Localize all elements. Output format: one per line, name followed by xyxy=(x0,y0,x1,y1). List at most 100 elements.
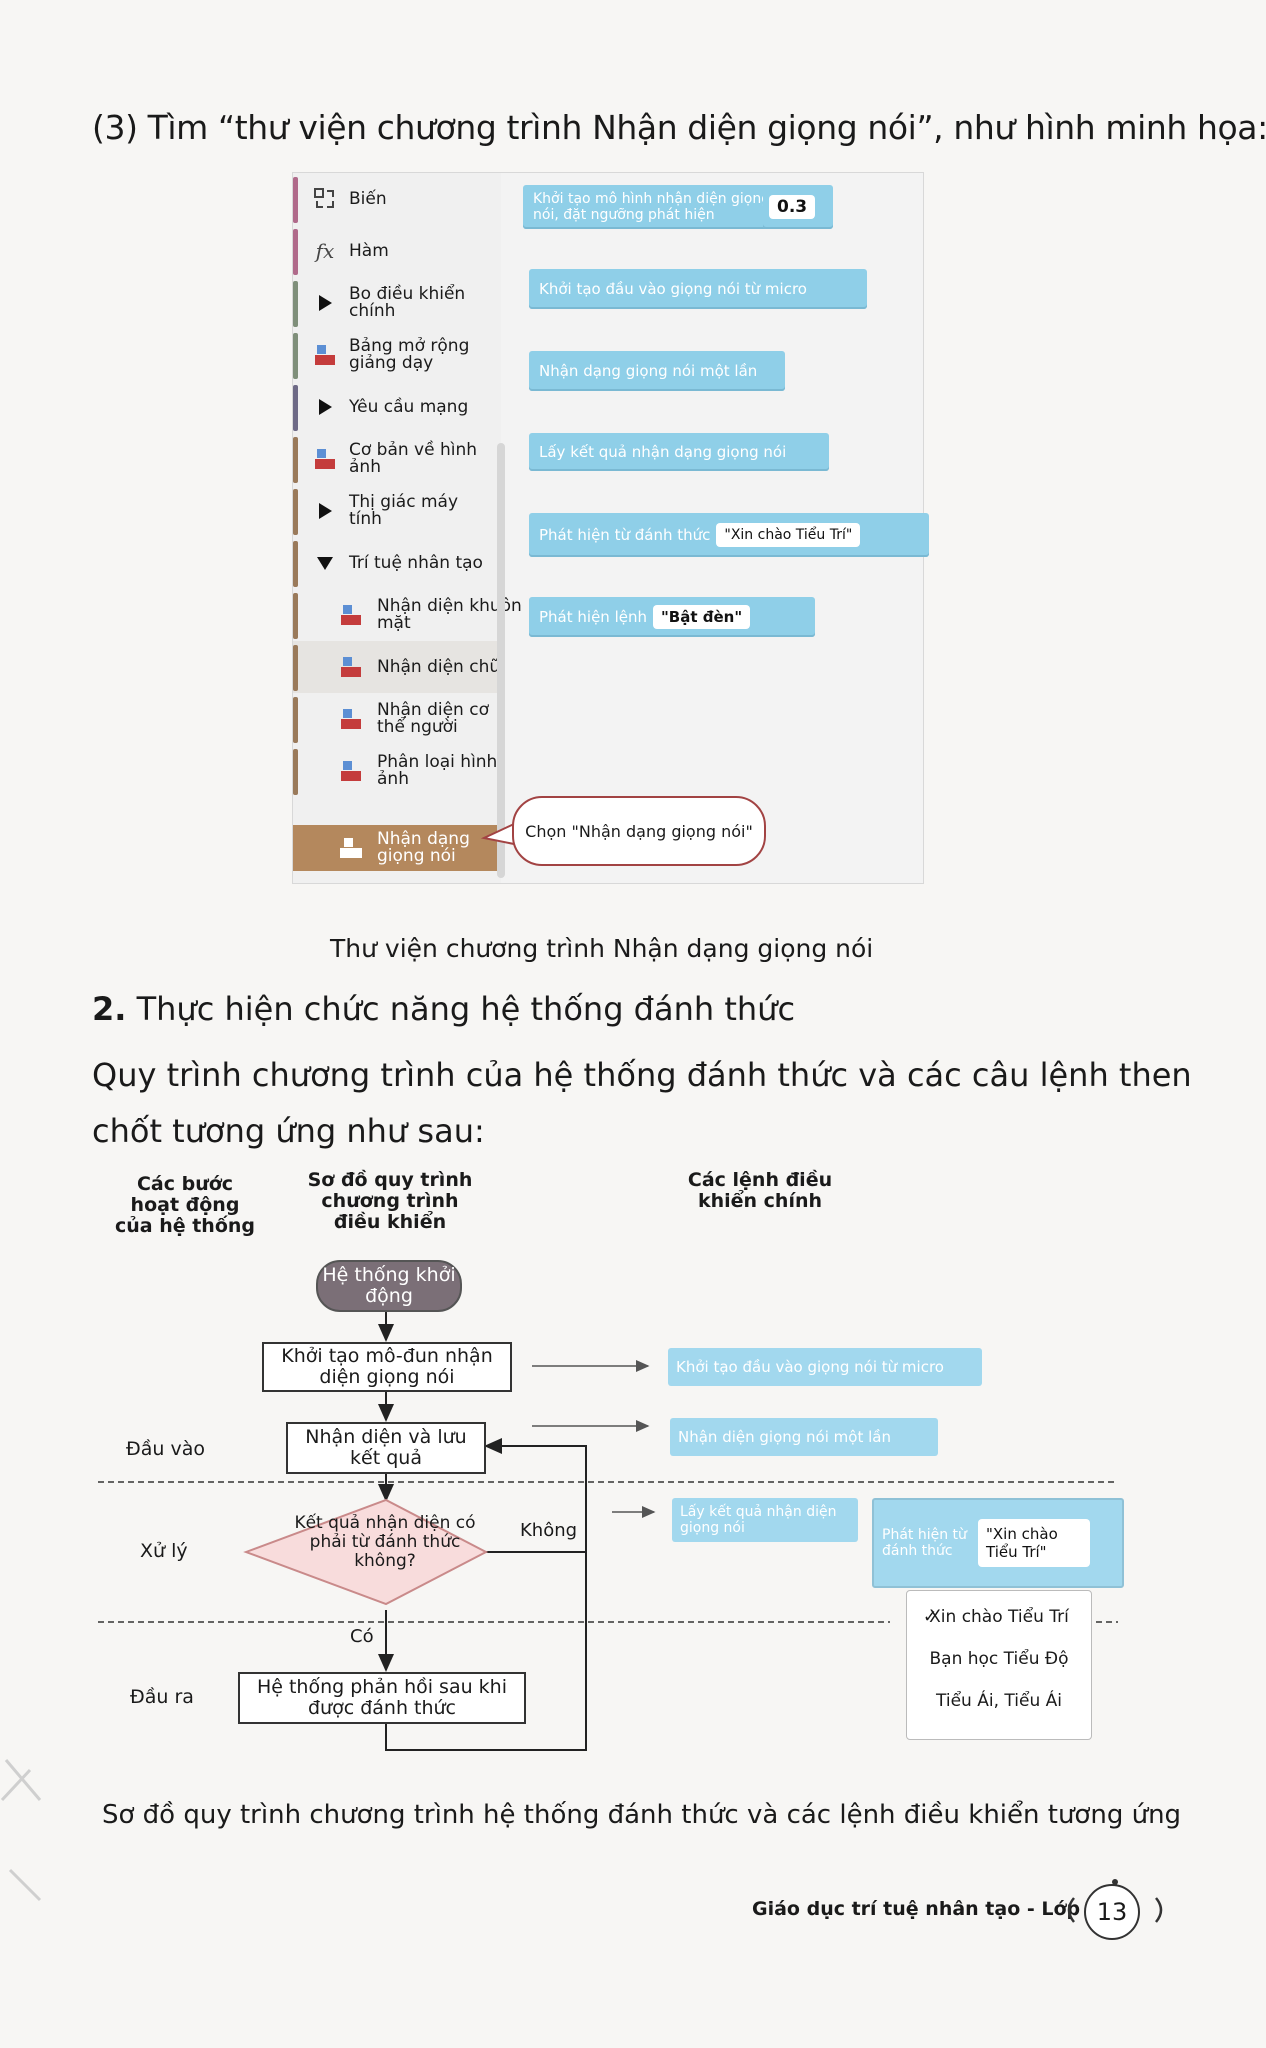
category-face-recognition[interactable]: Nhận diện khuôn mặt xyxy=(293,589,522,641)
extension-kit-icon xyxy=(337,757,365,785)
category-sidebar: Biến fx Hàm Bo điều khiển chính Bảng mở … xyxy=(293,173,522,883)
block-label: Phát hiện từ đánh thức xyxy=(882,1527,967,1559)
cmd-get-result: Lấy kết quả nhận diện giọng nói xyxy=(672,1498,858,1542)
block-init-model[interactable]: Khởi tạo mô hình nhận diện giọng nói, đặ… xyxy=(523,185,783,229)
category-label: Nhận diện cơ thể người xyxy=(377,700,489,737)
category-color-bar xyxy=(293,229,298,275)
callout-pointer xyxy=(480,823,515,845)
block-label: Nhận dạng giọng nói một lần xyxy=(539,362,758,380)
category-color-bar xyxy=(293,593,298,639)
threshold-value[interactable]: 0.3 xyxy=(769,195,816,219)
cmd-recognize-once: Nhận diện giọng nói một lần xyxy=(670,1418,938,1456)
category-artificial-intelligence[interactable]: Trí tuệ nhân tạo xyxy=(293,537,497,589)
variable-icon xyxy=(311,185,339,213)
page-number: 13 xyxy=(1084,1884,1140,1940)
dropdown-option[interactable]: Bạn học Tiểu Độ xyxy=(929,1649,1069,1669)
block-init-mic[interactable]: Khởi tạo đầu vào giọng nói từ micro xyxy=(529,269,867,309)
callout-select-speech: Chọn "Nhận dạng giọng nói" xyxy=(512,796,766,866)
row-label-process: Xử lý xyxy=(140,1540,188,1562)
extension-kit-icon xyxy=(337,653,365,681)
collapse-triangle-icon xyxy=(311,549,339,577)
figure2-caption: Sơ đồ quy trình chương trình hệ thống đá… xyxy=(102,1800,1182,1830)
category-color-bar xyxy=(293,645,298,691)
category-label: Bảng mở rộng giảng dạy xyxy=(349,336,470,373)
section-title: Thực hiện chức năng hệ thống đánh thức xyxy=(136,990,796,1028)
category-color-bar xyxy=(293,333,298,379)
category-color-bar xyxy=(293,437,298,483)
category-computer-vision[interactable]: Thị giác máy tính xyxy=(293,485,497,537)
category-network-request[interactable]: Yêu cầu mạng xyxy=(293,381,497,433)
wakeword-dropdown[interactable]: "Xin chào Tiểu Trí" xyxy=(716,523,861,547)
block-recognize-once[interactable]: Nhận dạng giọng nói một lần xyxy=(529,351,785,391)
category-label: Biến xyxy=(349,188,387,209)
figure1-caption: Thư viện chương trình Nhận dạng giọng nó… xyxy=(330,934,874,963)
expand-triangle-icon xyxy=(311,289,339,317)
speech-kit-icon xyxy=(337,834,365,862)
flow-init: Khởi tạo mô-đun nhận diện giọng nói xyxy=(262,1342,512,1392)
block-detect-wakeword[interactable]: Phát hiện từ đánh thức "Xin chào Tiểu Tr… xyxy=(529,513,929,557)
category-teaching-extension[interactable]: Bảng mở rộng giảng dạy xyxy=(293,329,497,381)
block-get-result[interactable]: Lấy kết quả nhận dạng giọng nói xyxy=(529,433,829,471)
category-label: Nhận diện chữ xyxy=(377,656,501,677)
extension-kit-icon xyxy=(337,601,365,629)
checkmark-icon: ✓ xyxy=(923,1607,938,1627)
wakeword-value: "Xin chào Tiểu Trí" xyxy=(978,1519,1090,1567)
block-label: Nhận diện giọng nói một lần xyxy=(678,1427,891,1446)
flow-start: Hệ thống khởi động xyxy=(316,1260,462,1312)
block-label: Phát hiện lệnh xyxy=(539,608,647,626)
sidebar-scrollbar[interactable] xyxy=(497,443,505,878)
dropdown-option[interactable]: Xin chào Tiểu Trí xyxy=(929,1607,1069,1627)
category-color-bar xyxy=(293,385,298,431)
block-detect-command[interactable]: Phát hiện lệnh "Bật đèn" xyxy=(529,597,815,637)
extension-kit-icon xyxy=(311,341,339,369)
column-header-steps: Các bước hoạt động của hệ thống xyxy=(114,1173,256,1237)
category-speech-recognition[interactable]: Nhận dạng giọng nói xyxy=(293,825,497,871)
flow-no-label: Không xyxy=(520,1520,578,1541)
dropdown-option[interactable]: Tiểu Ái, Tiểu Ái xyxy=(936,1691,1062,1711)
wakeword-dropdown-menu: ✓ Xin chào Tiểu Trí Bạn học Tiểu Độ Tiểu… xyxy=(906,1590,1092,1740)
category-main-controller[interactable]: Bo điều khiển chính xyxy=(293,277,497,329)
category-image-classification[interactable]: Phân loại hình ảnh xyxy=(293,745,497,797)
column-header-diagram: Sơ đồ quy trình chương trình điều khiển xyxy=(307,1169,473,1233)
footer-book-title: Giáo dục trí tuệ nhân tạo - Lớp 6 xyxy=(752,1898,1100,1920)
cmd-init-mic: Khởi tạo đầu vào giọng nói từ micro xyxy=(668,1348,982,1386)
category-functions[interactable]: fx Hàm xyxy=(293,225,497,277)
callout-text: Chọn "Nhận dạng giọng nói" xyxy=(525,821,753,841)
step3-heading: (3) Tìm “thư viện chương trình Nhận diện… xyxy=(92,108,1266,147)
category-body-recognition[interactable]: Nhận diện cơ thể người xyxy=(293,693,497,745)
extension-kit-icon xyxy=(311,445,339,473)
category-color-bar xyxy=(293,489,298,535)
category-variables[interactable]: Biến xyxy=(293,173,497,225)
intro-line-2: chốt tương ứng như sau: xyxy=(92,1112,485,1150)
library-screenshot: Biến fx Hàm Bo điều khiển chính Bảng mở … xyxy=(292,172,929,884)
category-color-bar xyxy=(293,281,298,327)
command-dropdown[interactable]: "Bật đèn" xyxy=(652,605,751,629)
page-ornament-icon xyxy=(1067,1879,1163,1923)
category-image-basics[interactable]: Cơ bản về hình ảnh xyxy=(293,433,497,485)
category-color-bar xyxy=(293,177,298,223)
block-label: Khởi tạo đầu vào giọng nói từ micro xyxy=(539,280,807,298)
category-text-recognition[interactable]: Nhận diện chữ xyxy=(293,641,500,693)
cmd-detect-wakeword: Phát hiện từ đánh thức "Xin chào Tiểu Tr… xyxy=(872,1498,1124,1588)
category-label: Nhận diện khuôn mặt xyxy=(377,596,522,633)
block-label: Khởi tạo mô hình nhận diện giọng nói, đặ… xyxy=(533,191,771,223)
row-label-input: Đầu vào xyxy=(126,1438,205,1460)
block-label: Phát hiện từ đánh thức xyxy=(539,526,711,544)
intro-line-1: Quy trình chương trình của hệ thống đánh… xyxy=(92,1056,1192,1094)
section-number: 2. xyxy=(92,990,127,1028)
category-color-bar xyxy=(293,697,298,743)
extension-kit-icon xyxy=(337,705,365,733)
flow-yes-label: Có xyxy=(350,1626,374,1647)
column-header-commands: Các lệnh điều khiển chính xyxy=(687,1169,833,1212)
category-label: Bo điều khiển chính xyxy=(349,284,466,321)
category-color-bar xyxy=(293,749,298,795)
category-label: Trí tuệ nhân tạo xyxy=(349,552,483,573)
block-init-model-param[interactable]: 0.3 xyxy=(763,185,833,229)
category-label: Hàm xyxy=(349,240,389,261)
expand-triangle-icon xyxy=(311,497,339,525)
flow-recognize: Nhận diện và lưu kết quả xyxy=(286,1422,486,1474)
flow-respond: Hệ thống phản hồi sau khi được đánh thức xyxy=(238,1672,526,1724)
category-label: Phân loại hình ảnh xyxy=(377,752,498,789)
category-label: Cơ bản về hình ảnh xyxy=(349,440,478,477)
